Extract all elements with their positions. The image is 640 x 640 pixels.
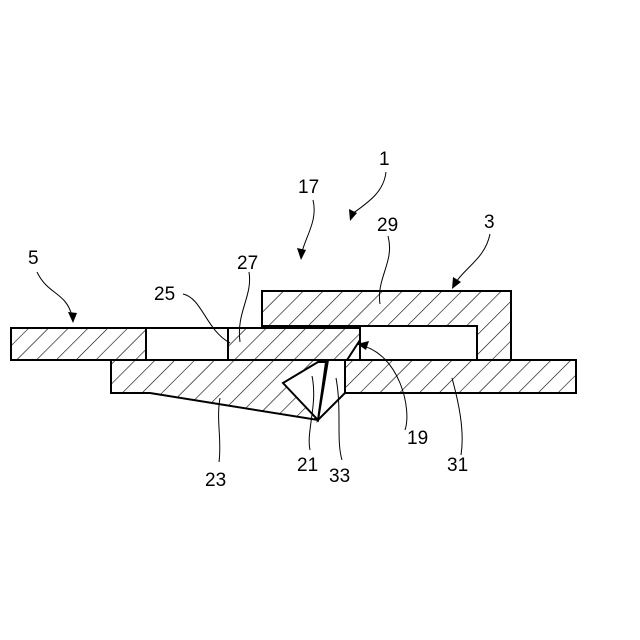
label-33: 33 — [329, 466, 350, 487]
label-19: 19 — [407, 428, 428, 449]
label-21: 21 — [297, 455, 318, 476]
right-block-31 — [345, 360, 576, 393]
label-3: 3 — [484, 212, 495, 233]
label-17: 17 — [298, 177, 319, 198]
leader-1 — [352, 172, 386, 214]
leader-17 — [302, 200, 314, 252]
arrowhead-3 — [452, 277, 461, 289]
arrowhead-17 — [297, 248, 306, 260]
tongue-27 — [228, 328, 360, 360]
label-31: 31 — [447, 455, 468, 476]
c-body-slot — [360, 326, 477, 360]
leader-23 — [219, 398, 220, 462]
plate-gap — [146, 328, 228, 360]
leader-5 — [37, 272, 72, 316]
label-29: 29 — [377, 215, 398, 236]
label-27: 27 — [237, 253, 258, 274]
arrowhead-5 — [68, 312, 77, 323]
leader-3 — [456, 234, 490, 282]
label-5: 5 — [28, 248, 39, 269]
label-1: 1 — [379, 149, 390, 170]
left-plate-5 — [11, 328, 146, 360]
label-25: 25 — [154, 284, 175, 305]
label-23: 23 — [205, 470, 226, 491]
